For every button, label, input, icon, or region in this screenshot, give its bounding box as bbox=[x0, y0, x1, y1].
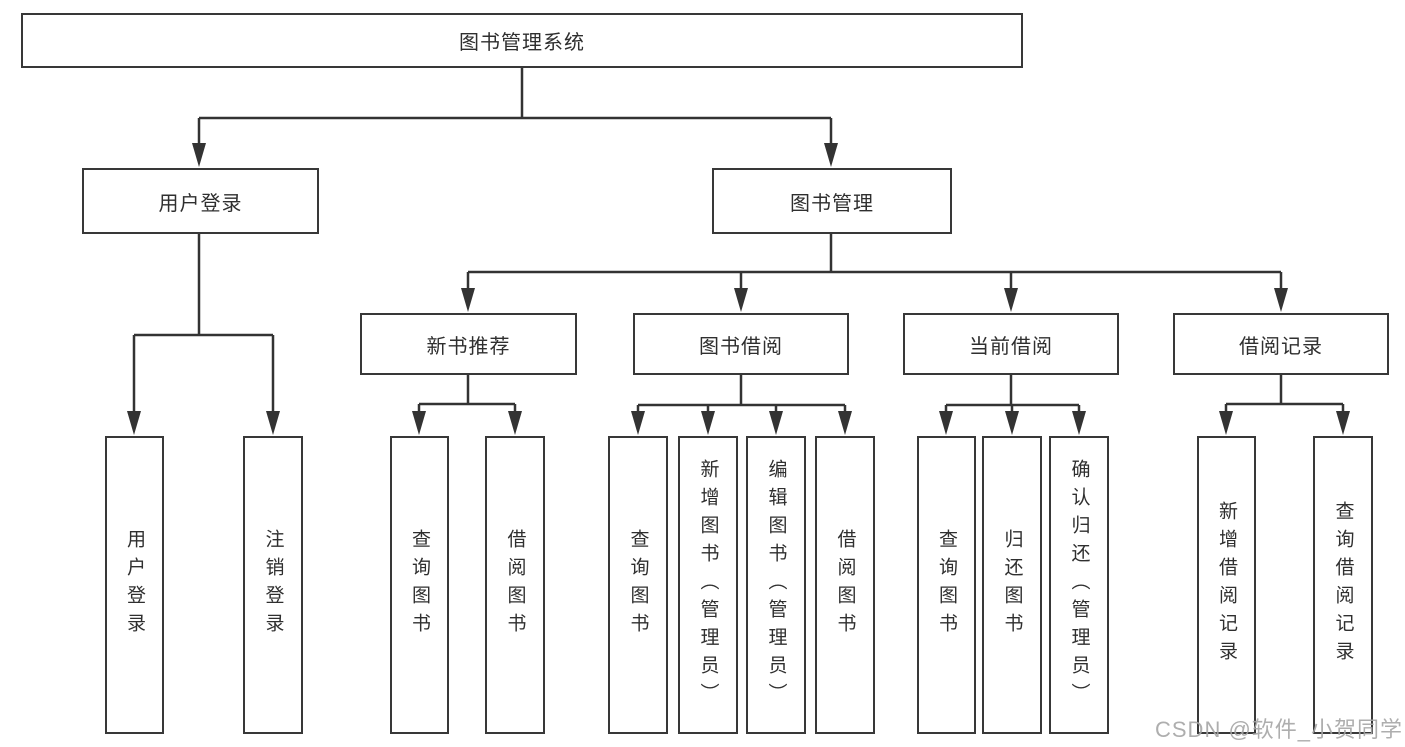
node-book-management-label: 图书管理 bbox=[790, 192, 874, 215]
leaf-bb-edit-books-admin-label: 编辑图书（管理员） bbox=[765, 459, 787, 711]
node-borrow-records: 借阅记录 bbox=[1173, 313, 1389, 375]
node-borrow-records-label: 借阅记录 bbox=[1239, 335, 1323, 358]
leaf-nbr-query-books-label: 查询图书 bbox=[409, 529, 430, 641]
leaf-br-query-record: 查询借阅记录 bbox=[1313, 436, 1373, 734]
node-root-label: 图书管理系统 bbox=[459, 32, 585, 54]
leaf-bb-query-books: 查询图书 bbox=[608, 436, 668, 734]
node-book-management: 图书管理 bbox=[712, 168, 952, 234]
leaf-bb-borrow-books: 借阅图书 bbox=[815, 436, 875, 734]
leaf-nbr-borrow-books: 借阅图书 bbox=[485, 436, 545, 734]
leaf-cb-confirm-return-admin-label: 确认归还（管理员） bbox=[1068, 459, 1090, 711]
leaf-logout: 注销登录 bbox=[243, 436, 303, 734]
leaf-user-login-label: 用户登录 bbox=[124, 529, 145, 641]
node-user-login-label: 用户登录 bbox=[158, 192, 243, 215]
node-book-borrow-label: 图书借阅 bbox=[699, 335, 783, 358]
node-user-login: 用户登录 bbox=[82, 168, 319, 234]
leaf-cb-return-books: 归还图书 bbox=[982, 436, 1042, 734]
leaf-bb-add-books-admin-label: 新增图书（管理员） bbox=[697, 459, 719, 711]
node-new-book-recommend-label: 新书推荐 bbox=[426, 335, 511, 358]
leaf-user-login: 用户登录 bbox=[105, 436, 164, 734]
leaf-cb-query-books-label: 查询图书 bbox=[936, 529, 957, 641]
leaf-br-add-record-label: 新增借阅记录 bbox=[1216, 501, 1237, 669]
leaf-bb-add-books-admin: 新增图书（管理员） bbox=[678, 436, 738, 734]
node-current-borrow-label: 当前借阅 bbox=[969, 335, 1053, 358]
leaf-logout-label: 注销登录 bbox=[262, 529, 284, 641]
leaf-nbr-query-books: 查询图书 bbox=[390, 436, 449, 734]
leaf-cb-query-books: 查询图书 bbox=[917, 436, 976, 734]
leaf-bb-edit-books-admin: 编辑图书（管理员） bbox=[746, 436, 806, 734]
leaf-br-query-record-label: 查询借阅记录 bbox=[1332, 501, 1354, 669]
node-root: 图书管理系统 bbox=[21, 13, 1023, 68]
watermark: CSDN @软件_小贺同学 bbox=[1155, 717, 1404, 742]
leaf-cb-return-books-label: 归还图书 bbox=[1001, 529, 1023, 641]
leaf-nbr-borrow-books-label: 借阅图书 bbox=[504, 529, 526, 641]
leaf-bb-borrow-books-label: 借阅图书 bbox=[834, 529, 856, 641]
arrowhead-icons bbox=[127, 143, 1350, 435]
node-book-borrow: 图书借阅 bbox=[633, 313, 849, 375]
node-new-book-recommend: 新书推荐 bbox=[360, 313, 577, 375]
leaf-bb-query-books-label: 查询图书 bbox=[627, 529, 649, 641]
leaf-cb-confirm-return-admin: 确认归还（管理员） bbox=[1049, 436, 1109, 734]
node-current-borrow: 当前借阅 bbox=[903, 313, 1119, 375]
leaf-br-add-record: 新增借阅记录 bbox=[1197, 436, 1256, 734]
